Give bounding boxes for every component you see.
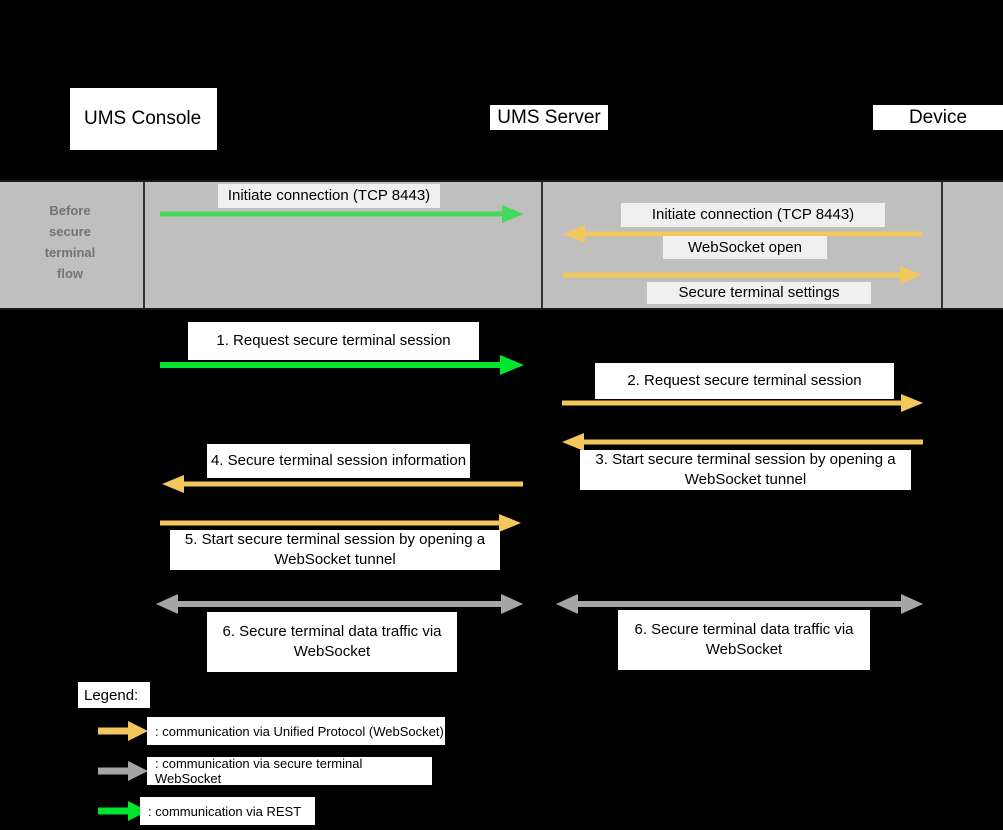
step-5-arrow bbox=[160, 512, 521, 534]
band-divider-2 bbox=[541, 182, 543, 308]
band-message-label-secure-terminal-settings: Secure terminal settings bbox=[647, 282, 871, 304]
step-1-arrow bbox=[160, 354, 524, 376]
step-2-arrow bbox=[562, 392, 923, 414]
step-6-right-label: 6. Secure terminal data traffic via WebS… bbox=[618, 610, 870, 670]
legend-entry-secure-terminal-websocket: : communication via secure terminal WebS… bbox=[147, 756, 432, 786]
before-secure-terminal-flow-band bbox=[0, 180, 1003, 310]
band-message-label-initiate-connection-device: Initiate connection (TCP 8443) bbox=[621, 203, 885, 227]
step-5-label: 5. Start secure terminal session by open… bbox=[170, 530, 500, 570]
band-phase-label-line-2: secure bbox=[49, 224, 91, 239]
band-phase-label-line-4: flow bbox=[57, 266, 83, 281]
step-3-label: 3. Start secure terminal session by open… bbox=[580, 450, 911, 490]
legend-entry-rest: : communication via REST bbox=[140, 797, 315, 825]
band-divider-3 bbox=[941, 182, 943, 308]
band-message-label-websocket-open: WebSocket open bbox=[663, 236, 827, 259]
legend-entry-unified-protocol: : communication via Unified Protocol (We… bbox=[147, 717, 445, 745]
band-phase-label: Before secure terminal flow bbox=[4, 200, 136, 284]
participant-header-ums-console: UMS Console bbox=[70, 88, 217, 150]
band-message-label-initiate-connection-console: Initiate connection (TCP 8443) bbox=[218, 184, 440, 208]
legend-title: Legend: bbox=[78, 682, 150, 708]
band-arrow-initiate-connection-console bbox=[160, 203, 524, 225]
step-6-right-arrow bbox=[556, 593, 923, 615]
step-2-label: 2. Request secure terminal session bbox=[595, 363, 894, 399]
step-4-arrow bbox=[162, 473, 523, 495]
step-6-left-label: 6. Secure terminal data traffic via WebS… bbox=[207, 612, 457, 672]
band-divider-1 bbox=[143, 182, 145, 308]
band-phase-label-line-3: terminal bbox=[44, 245, 96, 260]
step-6-left-arrow bbox=[156, 593, 523, 615]
legend-arrow-rest-icon bbox=[98, 800, 148, 822]
step-4-label: 4. Secure terminal session information bbox=[207, 444, 470, 478]
participant-header-ums-server: UMS Server bbox=[490, 105, 608, 130]
legend-arrow-secure-terminal-websocket-icon bbox=[98, 760, 148, 782]
band-phase-label-line-1: Before bbox=[49, 203, 91, 218]
step-1-label: 1. Request secure terminal session bbox=[188, 322, 479, 360]
participant-header-device: Device bbox=[873, 105, 1003, 130]
band-arrow-initiate-connection-device bbox=[563, 223, 922, 245]
step-3-arrow bbox=[562, 431, 923, 453]
band-arrow-secure-terminal-settings bbox=[563, 264, 922, 286]
legend-arrow-unified-protocol-icon bbox=[98, 720, 148, 742]
